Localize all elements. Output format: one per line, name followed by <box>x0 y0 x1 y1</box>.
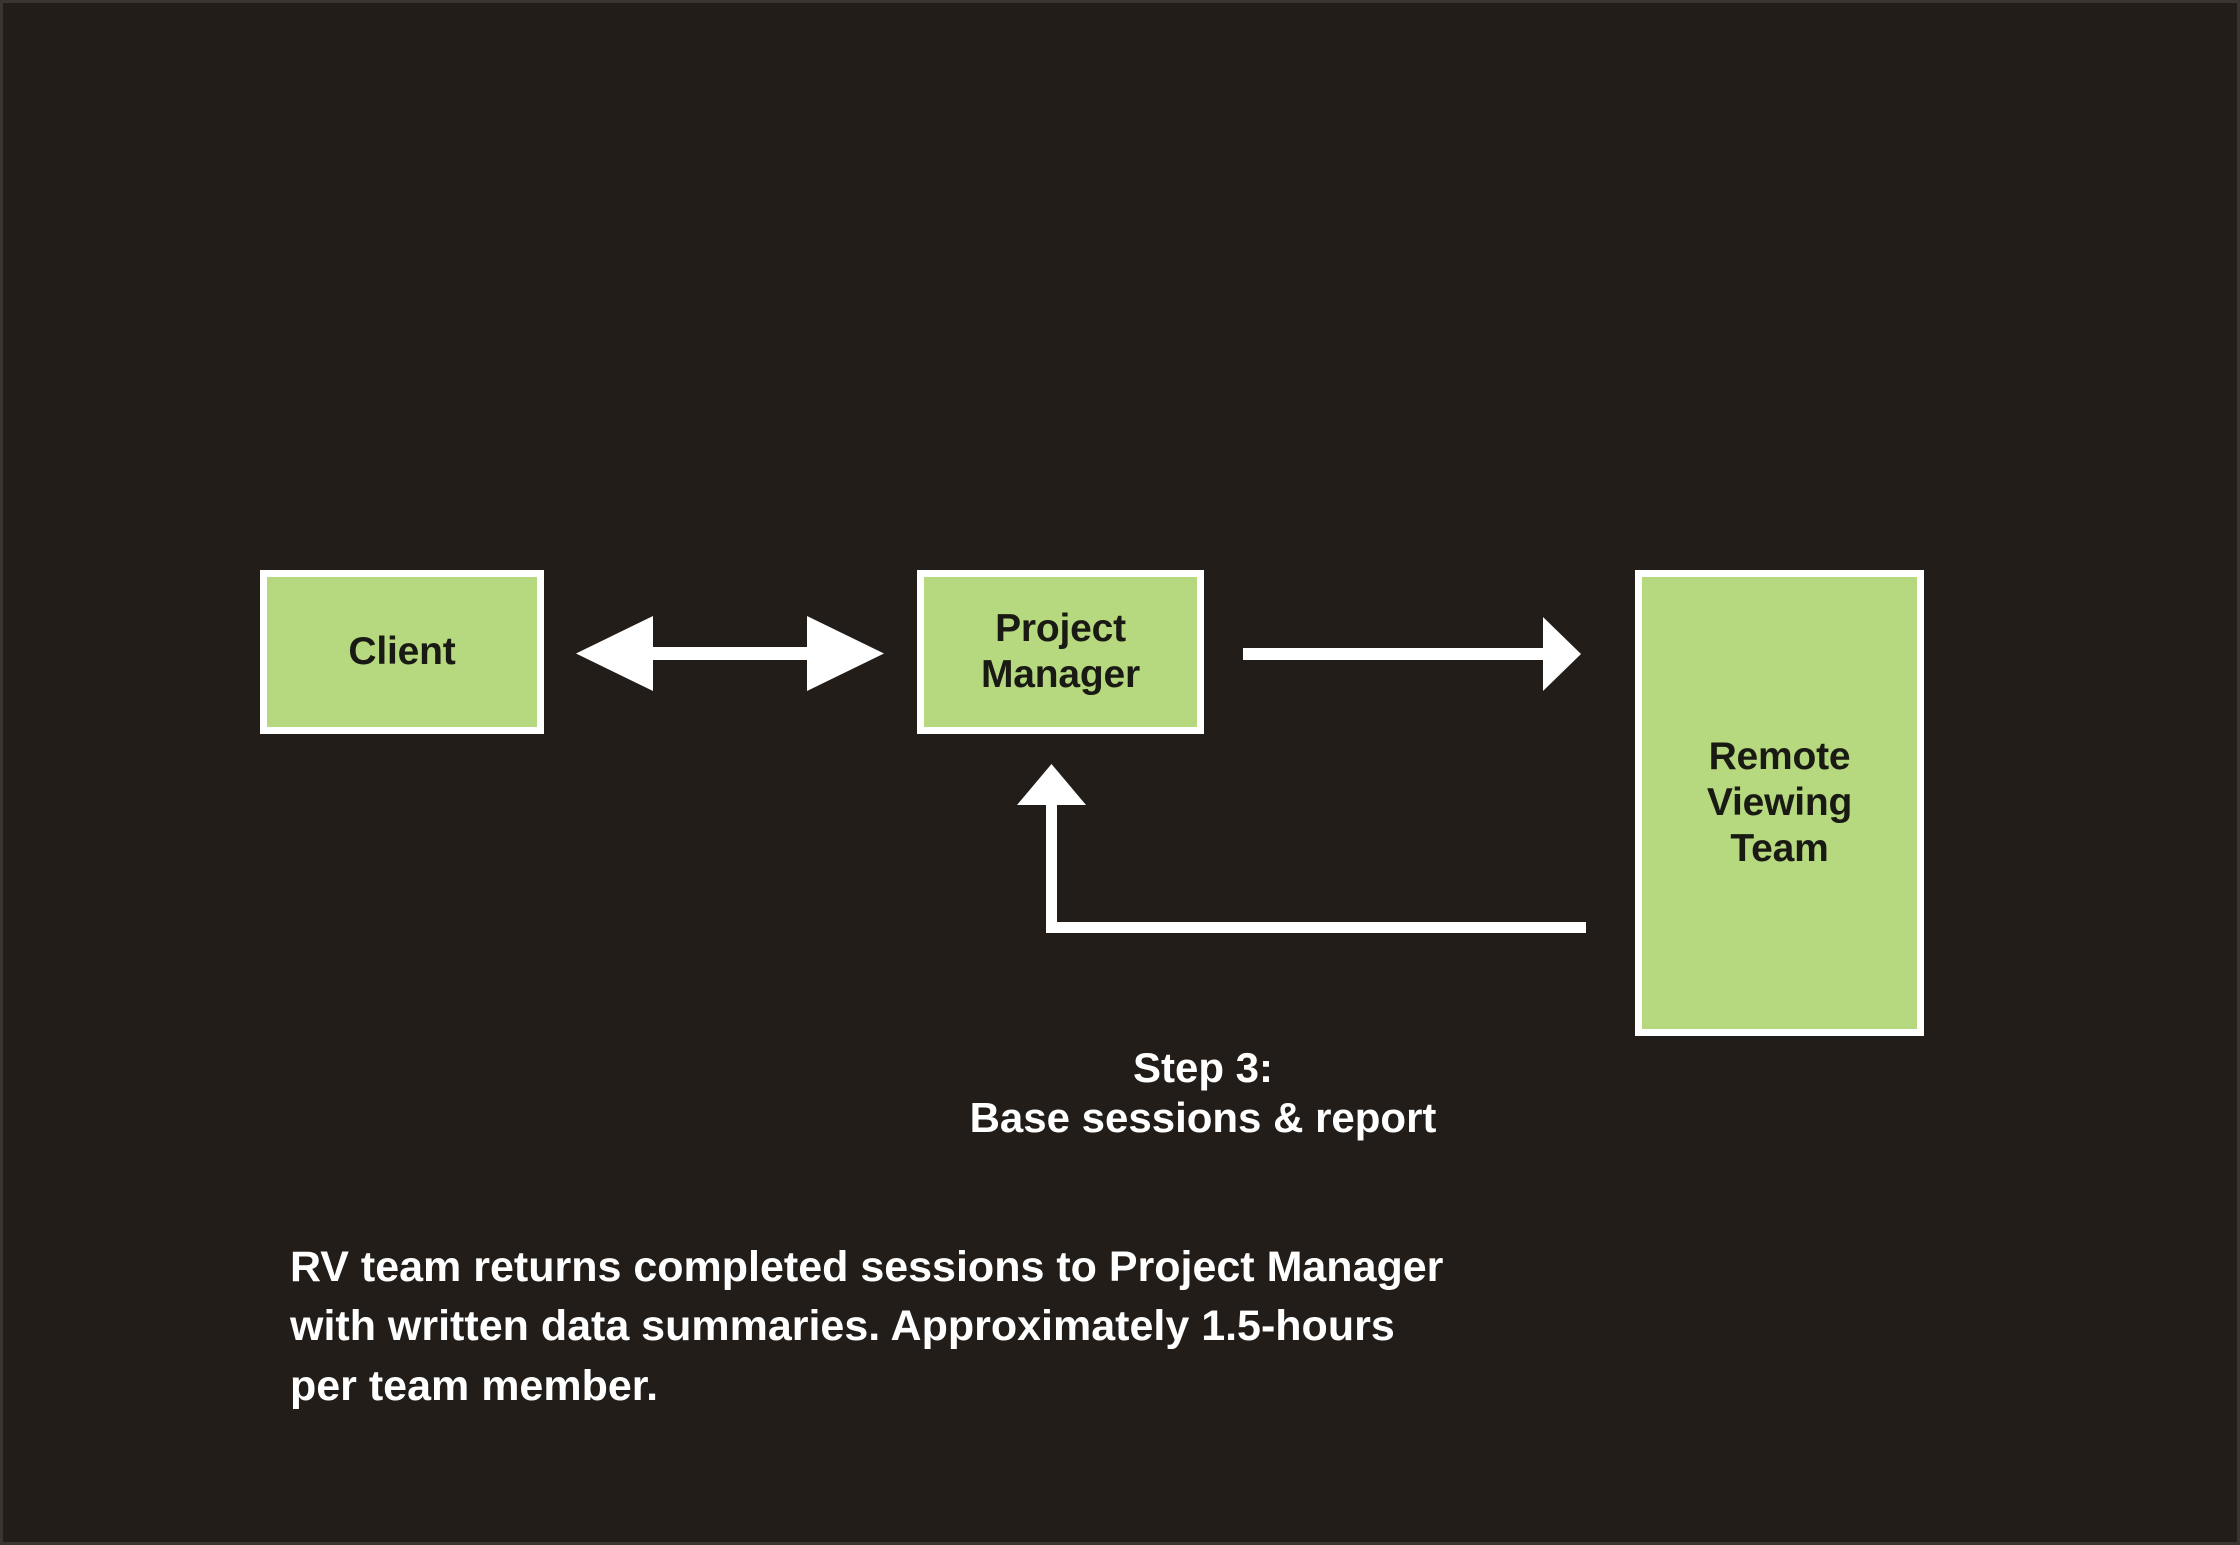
double-headed-arrow-icon <box>576 616 884 691</box>
node-client[interactable]: Client <box>260 570 544 734</box>
right-arrow-icon <box>1243 617 1581 691</box>
node-remote-viewing-team-label: Remote Viewing Team <box>1706 734 1853 870</box>
elbow-up-arrow-icon <box>1017 764 1586 933</box>
body-caption: RV team returns completed sessions to Pr… <box>290 1243 1444 1410</box>
node-client-label: Client <box>348 629 456 673</box>
node-remote-viewing-team[interactable]: Remote Viewing Team <box>1635 570 1924 1036</box>
step-caption: Step 3: Base sessions & report <box>969 1044 1437 1141</box>
node-project-manager[interactable]: Project Manager <box>917 570 1204 734</box>
node-project-manager-label: Project Manager <box>981 606 1140 696</box>
